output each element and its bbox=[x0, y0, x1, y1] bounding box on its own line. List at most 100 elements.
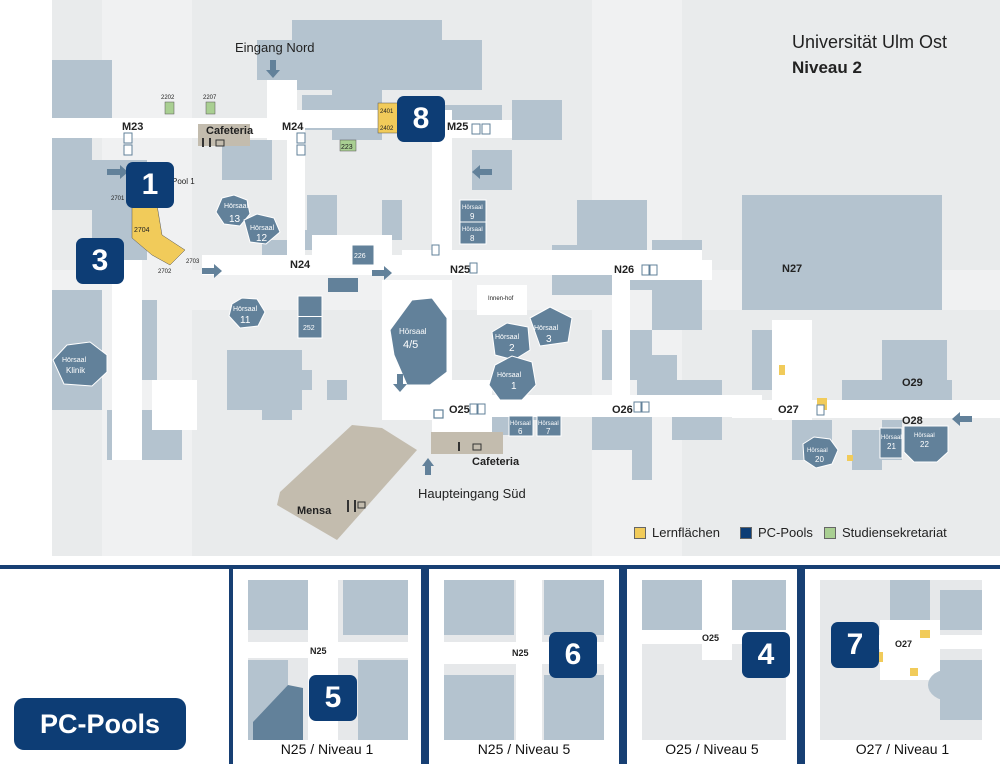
pc-pools-heading: PC-Pools bbox=[14, 698, 186, 750]
section-divider bbox=[0, 565, 1000, 569]
hoersaal-8-shape bbox=[459, 221, 487, 245]
panel-o25-niveau5: O25 4 O25 / Niveau 5 bbox=[623, 569, 801, 764]
label-O29: O29 bbox=[902, 377, 923, 389]
label-O27: O27 bbox=[778, 404, 799, 416]
hoersaal-6-num: 6 bbox=[518, 427, 523, 436]
hoersaal-7-label: Hörsaal bbox=[538, 421, 559, 427]
legend-learning-swatch bbox=[634, 526, 646, 539]
secretariat-2207 bbox=[205, 101, 216, 115]
label-cafeteria-north: Cafeteria bbox=[206, 125, 254, 137]
map-subtitle: Niveau 2 bbox=[792, 58, 862, 77]
label-226: 226 bbox=[354, 253, 366, 260]
pool-marker-6[interactable]: 6 bbox=[549, 632, 597, 678]
caption-n25-niveau5: N25 / Niveau 5 bbox=[477, 741, 571, 757]
pool-marker-1[interactable]: 1 bbox=[126, 162, 174, 208]
caption-n25-niveau1: N25 / Niveau 1 bbox=[280, 741, 374, 757]
label-O28: O28 bbox=[902, 415, 923, 427]
pool-marker-8[interactable]: 8 bbox=[397, 96, 445, 142]
thumb-n25-1-label: N25 bbox=[310, 646, 327, 656]
label-223: 223 bbox=[341, 144, 353, 151]
campus-map-svg: M23 M24 M25 N24 N25 N26 N27 O25 O26 O27 … bbox=[52, 0, 1000, 556]
thumb-n25-niveau5: N25 bbox=[444, 580, 604, 740]
hoersaal-45-label: Hörsaal bbox=[399, 327, 427, 336]
label-2704: 2704 bbox=[134, 227, 150, 234]
room-226 bbox=[351, 244, 375, 266]
hoersaal-22-label: Hörsaal bbox=[914, 433, 935, 439]
label-252: 252 bbox=[303, 325, 315, 332]
hoersaal-1-label: Hörsaal bbox=[497, 372, 522, 379]
label-pool1: Pool 1 bbox=[172, 177, 195, 186]
hoersaal-3-shape bbox=[529, 306, 573, 347]
panel-n25-niveau1: N25 5 N25 / Niveau 1 bbox=[229, 569, 425, 764]
hoersaal-11-label: Hörsaal bbox=[233, 306, 258, 313]
hoersaal-6-label: Hörsaal bbox=[510, 421, 531, 427]
pool-marker-5[interactable]: 5 bbox=[309, 675, 357, 721]
lecture-halls bbox=[52, 194, 949, 469]
hoersaal-7-num: 7 bbox=[546, 427, 551, 436]
pool-marker-3[interactable]: 3 bbox=[76, 238, 124, 284]
hoersaal-12-label: Hörsaal bbox=[250, 225, 275, 232]
panel-n25-niveau5: N25 6 N25 / Niveau 5 bbox=[425, 569, 623, 764]
hoersaal-20-shape bbox=[802, 436, 839, 469]
label-M23: M23 bbox=[122, 121, 143, 133]
mensa-area bbox=[277, 425, 417, 540]
hoersaal-22-shape bbox=[903, 425, 949, 463]
hoersaal-11-shape bbox=[228, 297, 266, 329]
hoersaal-3-label: Hörsaal bbox=[534, 325, 559, 332]
legend-secretariat-label: Studiensekretariat bbox=[842, 525, 947, 540]
label-2703: 2703 bbox=[186, 259, 200, 265]
secretariat-2202 bbox=[164, 101, 175, 115]
hoersaal-1-num: 1 bbox=[511, 381, 517, 392]
hoersaal-13-label: Hörsaal bbox=[224, 203, 249, 210]
legend-learning: Lernflächen bbox=[634, 525, 720, 540]
hoersaal-2-label: Hörsaal bbox=[495, 334, 520, 341]
label-M25: M25 bbox=[447, 121, 468, 133]
hoersaal-20-label: Hörsaal bbox=[807, 448, 828, 454]
cafeteria-south-area bbox=[431, 432, 503, 454]
hoersaal-klinik-label: Hörsaal bbox=[62, 357, 87, 364]
hoersaal-1-shape bbox=[488, 355, 537, 401]
hoersaal-6-shape bbox=[508, 415, 534, 437]
label-2702: 2702 bbox=[158, 269, 172, 275]
label-2701: 2701 bbox=[111, 196, 125, 202]
label-innenhof: Innen-hof bbox=[488, 296, 514, 302]
hoersaal-8-num: 8 bbox=[470, 234, 475, 243]
label-mensa: Mensa bbox=[297, 505, 332, 517]
stairs-icon bbox=[433, 409, 444, 419]
hoersaal-13-num: 13 bbox=[229, 214, 241, 225]
map-title: Universität Ulm Ost bbox=[792, 32, 948, 52]
pool-marker-7[interactable]: 7 bbox=[831, 622, 879, 668]
legend-pc-pools: PC-Pools bbox=[740, 525, 813, 540]
label-cafeteria-south: Cafeteria bbox=[472, 456, 520, 468]
thumb-o25-niveau5-svg: O25 bbox=[642, 580, 786, 660]
label-haupteingang-sued: Haupteingang Süd bbox=[418, 486, 526, 501]
label-2401: 2401 bbox=[380, 109, 394, 115]
label-M24: M24 bbox=[282, 121, 304, 133]
hoersaal-21-shape bbox=[879, 427, 903, 459]
hoersaal-klinik-num: Klinik bbox=[66, 366, 86, 375]
hoersaal-2-num: 2 bbox=[509, 343, 515, 354]
hoersaal-3-num: 3 bbox=[546, 334, 552, 345]
hoersaal-21-label: Hörsaal bbox=[881, 435, 902, 441]
hoersaal-22-num: 22 bbox=[920, 440, 929, 449]
label-O25: O25 bbox=[449, 404, 470, 416]
legend-pc-pools-label: PC-Pools bbox=[758, 525, 813, 540]
hoersaal-12-num: 12 bbox=[256, 233, 268, 244]
caption-o27-niveau1: O27 / Niveau 1 bbox=[855, 741, 950, 757]
panel-o27-niveau1: O27 7 O27 / Niveau 1 bbox=[801, 569, 1000, 764]
label-eingang-nord: Eingang Nord bbox=[235, 40, 315, 55]
thumb-o25-5-label: O25 bbox=[702, 633, 719, 643]
hoersaal-45-shape bbox=[389, 297, 448, 386]
hoersaal-12-shape bbox=[243, 213, 281, 245]
entrance-arrows bbox=[107, 60, 972, 475]
legend-secretariat-swatch bbox=[824, 526, 836, 539]
secretariat-223 bbox=[339, 139, 357, 152]
hoersaal-9-num: 9 bbox=[470, 212, 475, 221]
pool-marker-4[interactable]: 4 bbox=[742, 632, 790, 678]
hoersaal-21-num: 21 bbox=[887, 442, 896, 451]
thumb-o27-1-label: O27 bbox=[895, 639, 912, 649]
learning-area-2704 bbox=[131, 204, 186, 266]
label-N25: N25 bbox=[450, 264, 470, 276]
label-N27: N27 bbox=[782, 263, 802, 275]
hoersaal-klinik-shape bbox=[52, 341, 108, 387]
